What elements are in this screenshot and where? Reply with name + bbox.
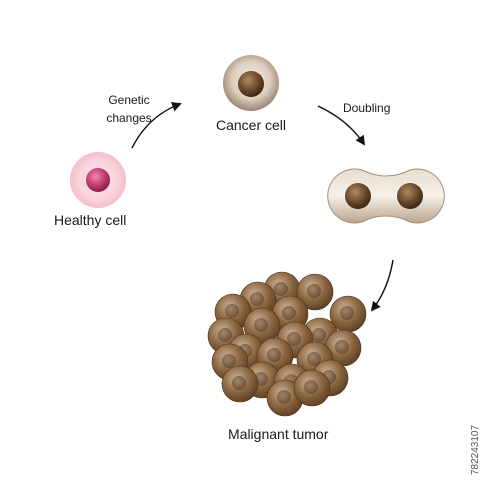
- tumor-cell-nucleus: [307, 352, 321, 366]
- tumor-cell-nucleus: [225, 304, 239, 318]
- healthy-cell-icon: [70, 152, 126, 208]
- tumor-cell-nucleus: [274, 282, 288, 296]
- tumor-cell-nucleus: [277, 390, 291, 404]
- tumor-cell-nucleus: [335, 340, 349, 354]
- tumor-cell-nucleus: [267, 348, 281, 362]
- genetic-changes-label: Genetic changes: [92, 91, 166, 127]
- arrow-to-tumor: [370, 259, 394, 312]
- tumor-cell-nucleus: [307, 284, 321, 298]
- healthy-cell-label: Healthy cell: [54, 212, 127, 228]
- tumor-cell-nucleus: [312, 328, 326, 342]
- arrow-genetic-changes: [131, 102, 182, 149]
- tumor-cell-nucleus: [250, 292, 264, 306]
- arrow-doubling: [317, 105, 366, 146]
- dividing-cell-icon: [327, 168, 445, 224]
- malignant-tumor-label: Malignant tumor: [228, 426, 329, 442]
- tumor-cell-nucleus: [218, 328, 232, 342]
- genetic-changes-line2: changes: [106, 111, 152, 125]
- stock-id-text: 782243107: [470, 424, 481, 475]
- tumor-cell-nucleus: [287, 332, 301, 346]
- malignant-tumor-icon: [207, 271, 367, 417]
- tumor-cell-nucleus: [232, 376, 246, 390]
- cancer-cell-label: Cancer cell: [216, 117, 287, 133]
- genetic-changes-line1: Genetic: [108, 93, 150, 107]
- tumor-cell-nucleus: [222, 354, 236, 368]
- tumor-cell-nucleus: [282, 306, 296, 320]
- tumor-cell-nucleus: [340, 306, 354, 320]
- tumor-cell-nucleus: [304, 380, 318, 394]
- cancer-cell-icon: [223, 55, 279, 111]
- doubling-label: Doubling: [343, 101, 391, 115]
- tumor-cell-nucleus: [254, 318, 268, 332]
